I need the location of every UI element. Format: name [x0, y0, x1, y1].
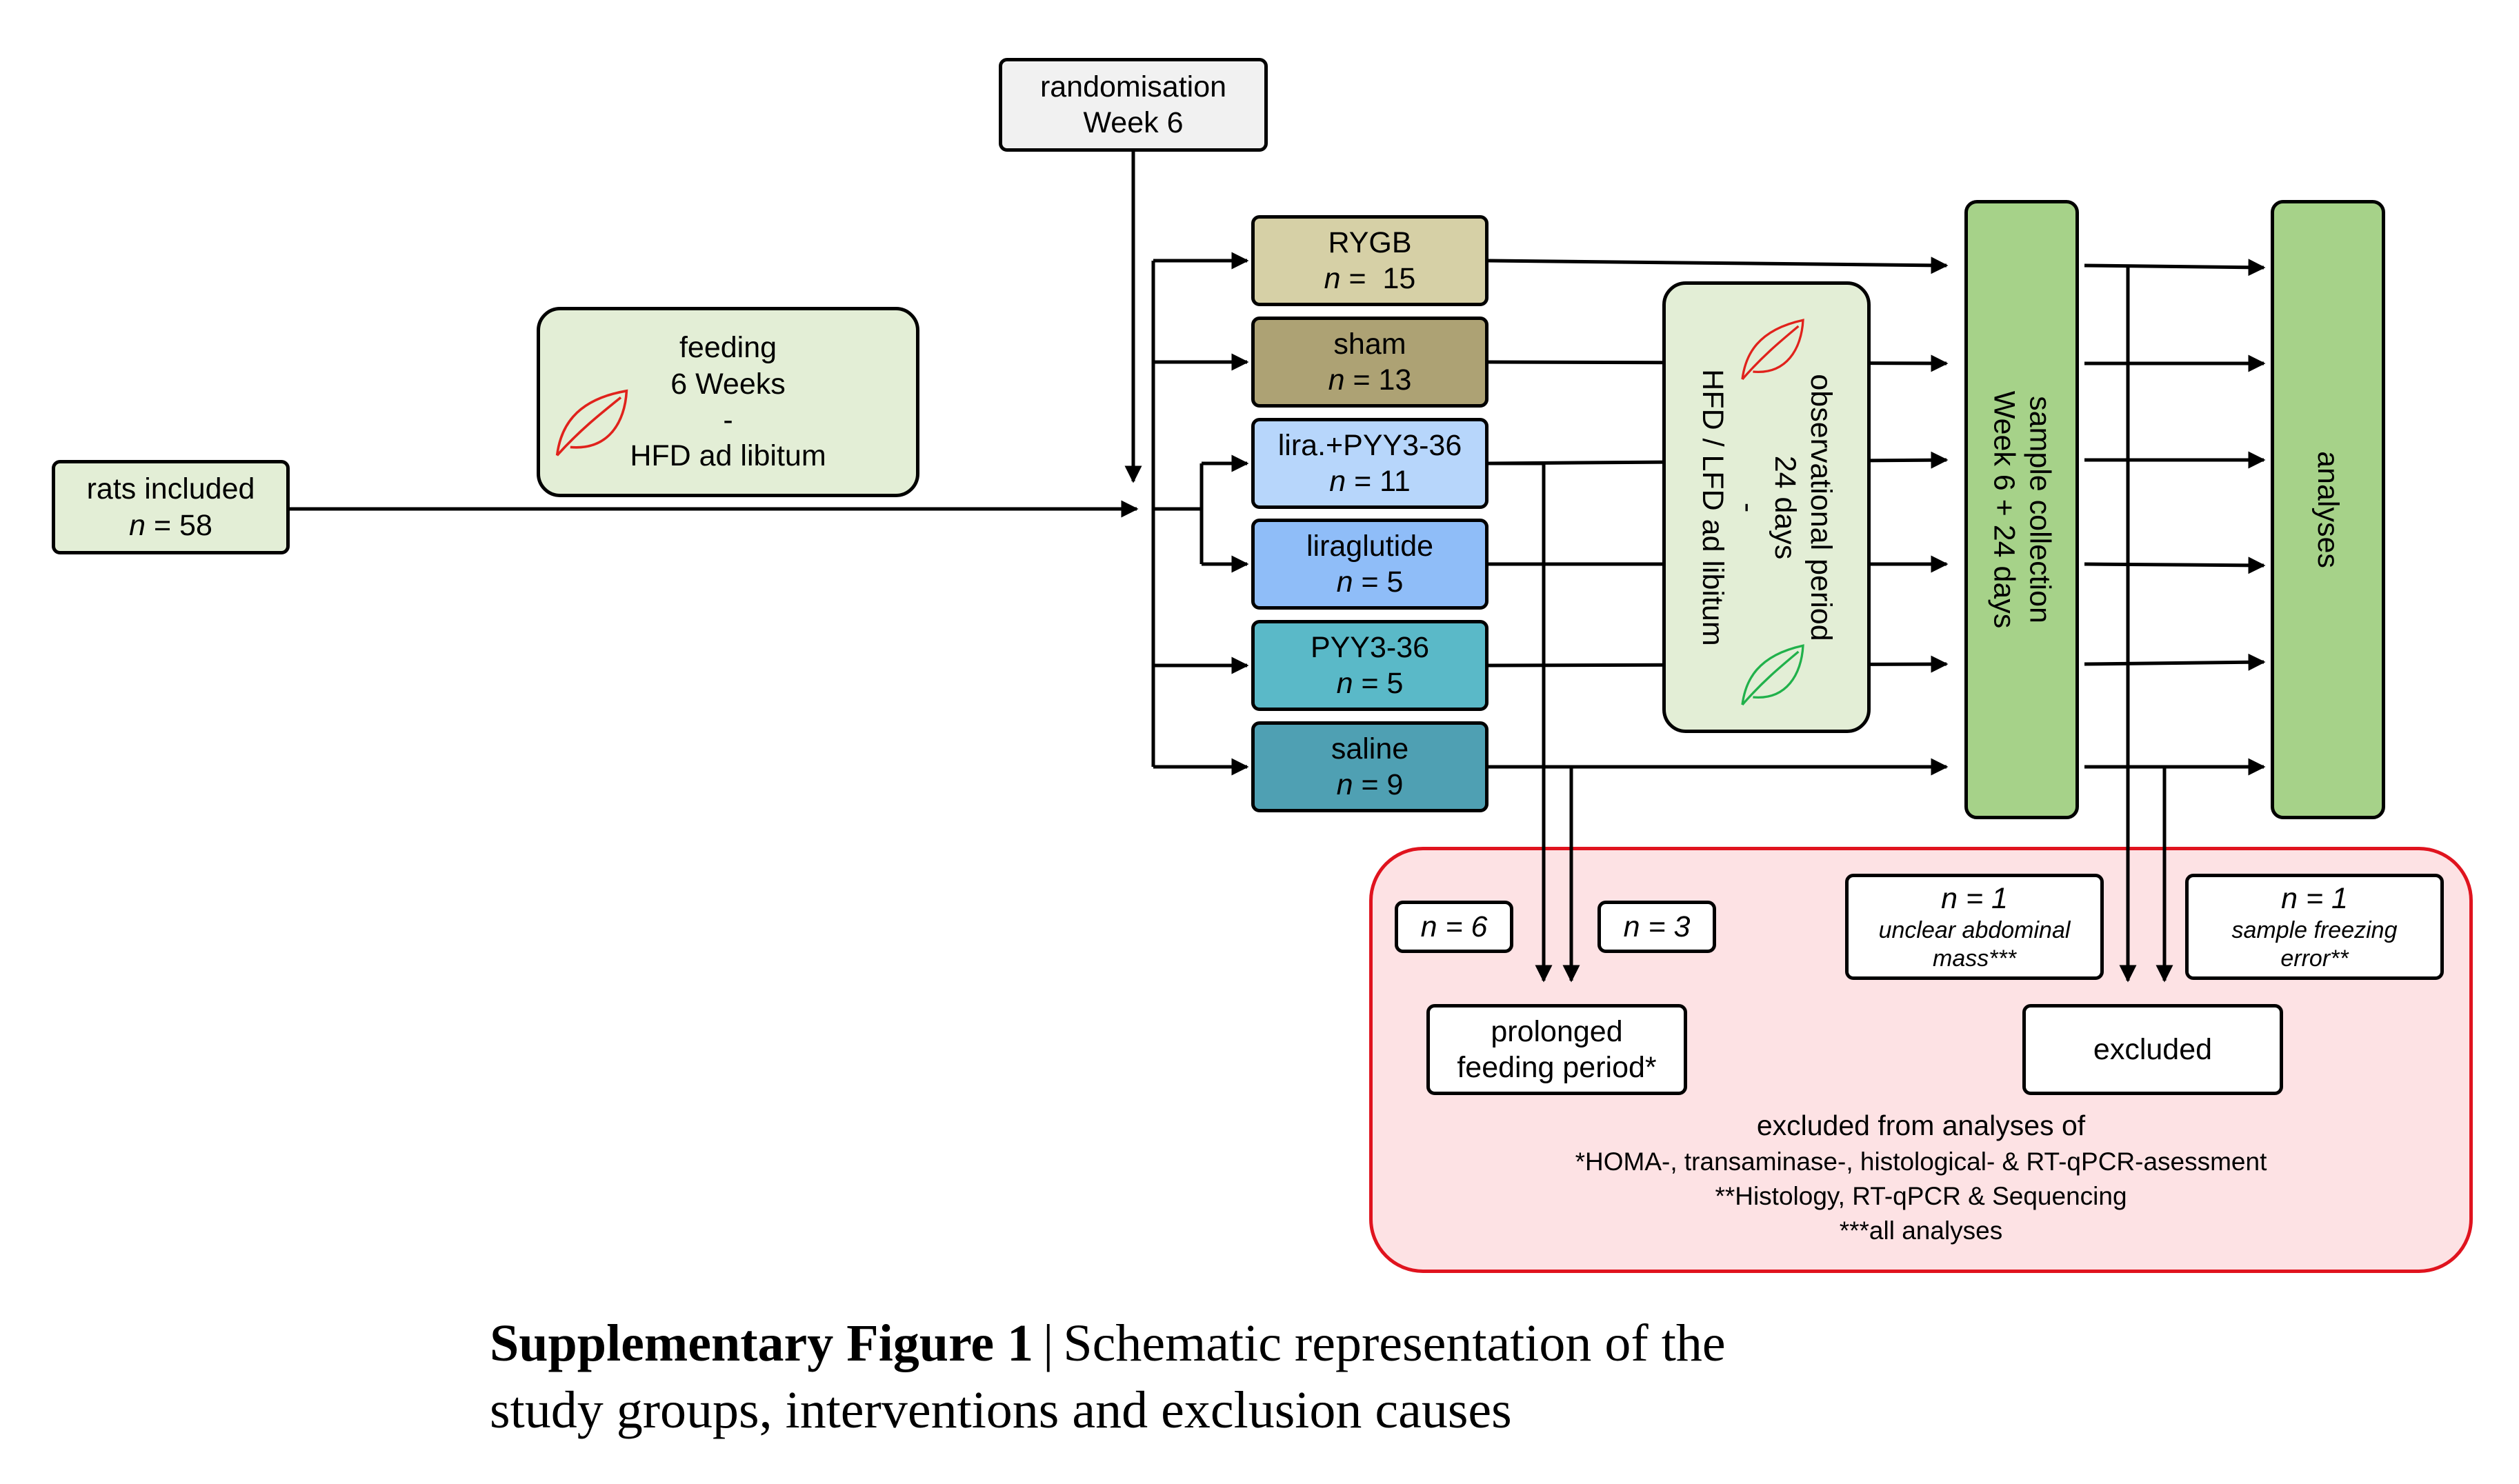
group-count: n = 9: [1336, 768, 1404, 801]
caption-line-1: Supplementary Figure 1|Schematic represe…: [490, 1310, 2076, 1377]
footnote-1: *HOMA-, transaminase-, histological- & R…: [1575, 1147, 2267, 1176]
sample-collection-box: sample collection Week 6 + 24 days: [1964, 200, 2079, 819]
group-pyy-box: PYY3-36 n = 5: [1251, 620, 1488, 711]
prolonged-line2: feeding period*: [1457, 1051, 1657, 1084]
group-name: saline: [1331, 732, 1409, 765]
prolonged-line1: prolonged: [1491, 1014, 1623, 1048]
group-count: n = 5: [1336, 565, 1404, 599]
analyses-box: analyses: [2271, 200, 2385, 819]
group-count: n = 5: [1336, 667, 1404, 700]
rats-included-box: rats included n = 58: [52, 460, 290, 554]
randomisation-box: randomisation Week 6: [999, 58, 1268, 152]
randomisation-label: randomisation: [1039, 70, 1227, 103]
abdominal-line2: mass***: [1933, 945, 2016, 972]
randomisation-week: Week 6: [1083, 106, 1184, 139]
group-count: n = 15: [1324, 262, 1416, 295]
feeding-diet: HFD ad libitum: [630, 439, 826, 473]
footnote-heading: excluded from analyses of: [1756, 1110, 2086, 1141]
footnote-2: **Histology, RT-qPCR & Sequencing: [1715, 1182, 2127, 1211]
freezing-line1: sample freezing: [2231, 917, 2398, 944]
group-count: n = 13: [1328, 363, 1412, 397]
group-name: lira.+PYY3-36: [1277, 428, 1462, 462]
group-name: RYGB: [1328, 225, 1412, 259]
freezing-count: n = 1: [2281, 881, 2348, 915]
group-count: n = 11: [1329, 465, 1411, 498]
prolonged-feeding-box: prolonged feeding period*: [1426, 1004, 1687, 1095]
footnote-3: ***all analyses: [1839, 1216, 2003, 1245]
observational-period-box: observational period 24 days - HFD / LFD…: [1662, 281, 1871, 733]
group-saline-box: saline n = 9: [1251, 721, 1488, 812]
caption-text-1: Schematic representation of the: [1063, 1314, 1726, 1372]
freezing-line2: error**: [2280, 945, 2349, 972]
count-n6-box: n = 6: [1395, 901, 1513, 953]
group-liraglutide-box: liraglutide n = 5: [1251, 519, 1488, 610]
group-name: PYY3-36: [1310, 630, 1430, 664]
leaf-icon: [555, 389, 628, 457]
caption-line-2: study groups, interventions and exclusio…: [490, 1381, 1512, 1439]
group-name: liraglutide: [1306, 529, 1434, 563]
figure-caption: Supplementary Figure 1|Schematic represe…: [490, 1310, 2076, 1443]
feeding-dash: -: [723, 403, 733, 437]
observational-period-text: observational period 24 days - HFD / LFD…: [1695, 368, 1838, 646]
exclusion-footnotes: excluded from analyses of *HOMA-, transa…: [1386, 1107, 2456, 1248]
excluded-label: excluded: [2093, 1032, 2213, 1066]
freezing-error-box: n = 1 sample freezing error**: [2185, 874, 2444, 980]
abdominal-mass-box: n = 1 unclear abdominal mass***: [1845, 874, 2104, 980]
rats-included-label: rats included: [86, 472, 255, 506]
excluded-box: excluded: [2022, 1004, 2283, 1095]
count-n6: n = 6: [1420, 910, 1488, 943]
group-sham-box: sham n = 13: [1251, 317, 1488, 408]
feeding-box: feeding 6 Weeks - HFD ad libitum: [537, 307, 919, 497]
rats-included-count: n = 58: [129, 508, 212, 542]
leaf-icon: [1741, 319, 1804, 381]
analyses-text: analyses: [2311, 451, 2345, 568]
abdominal-count: n = 1: [1941, 881, 2008, 915]
caption-label: Supplementary Figure 1: [490, 1314, 1034, 1372]
group-lira-pyy-box: lira.+PYY3-36 n = 11: [1251, 418, 1488, 509]
count-n3-box: n = 3: [1597, 901, 1716, 953]
group-rygb-box: RYGB n = 15: [1251, 215, 1488, 306]
feeding-duration: 6 Weeks: [670, 367, 786, 401]
caption-separator: |: [1043, 1314, 1054, 1372]
leaf-icon: [1741, 644, 1804, 706]
feeding-title: feeding: [679, 331, 777, 365]
abdominal-line1: unclear abdominal: [1878, 917, 2071, 944]
group-name: sham: [1333, 327, 1406, 361]
sample-collection-text: sample collection Week 6 + 24 days: [1987, 390, 2057, 629]
count-n3: n = 3: [1623, 910, 1691, 943]
